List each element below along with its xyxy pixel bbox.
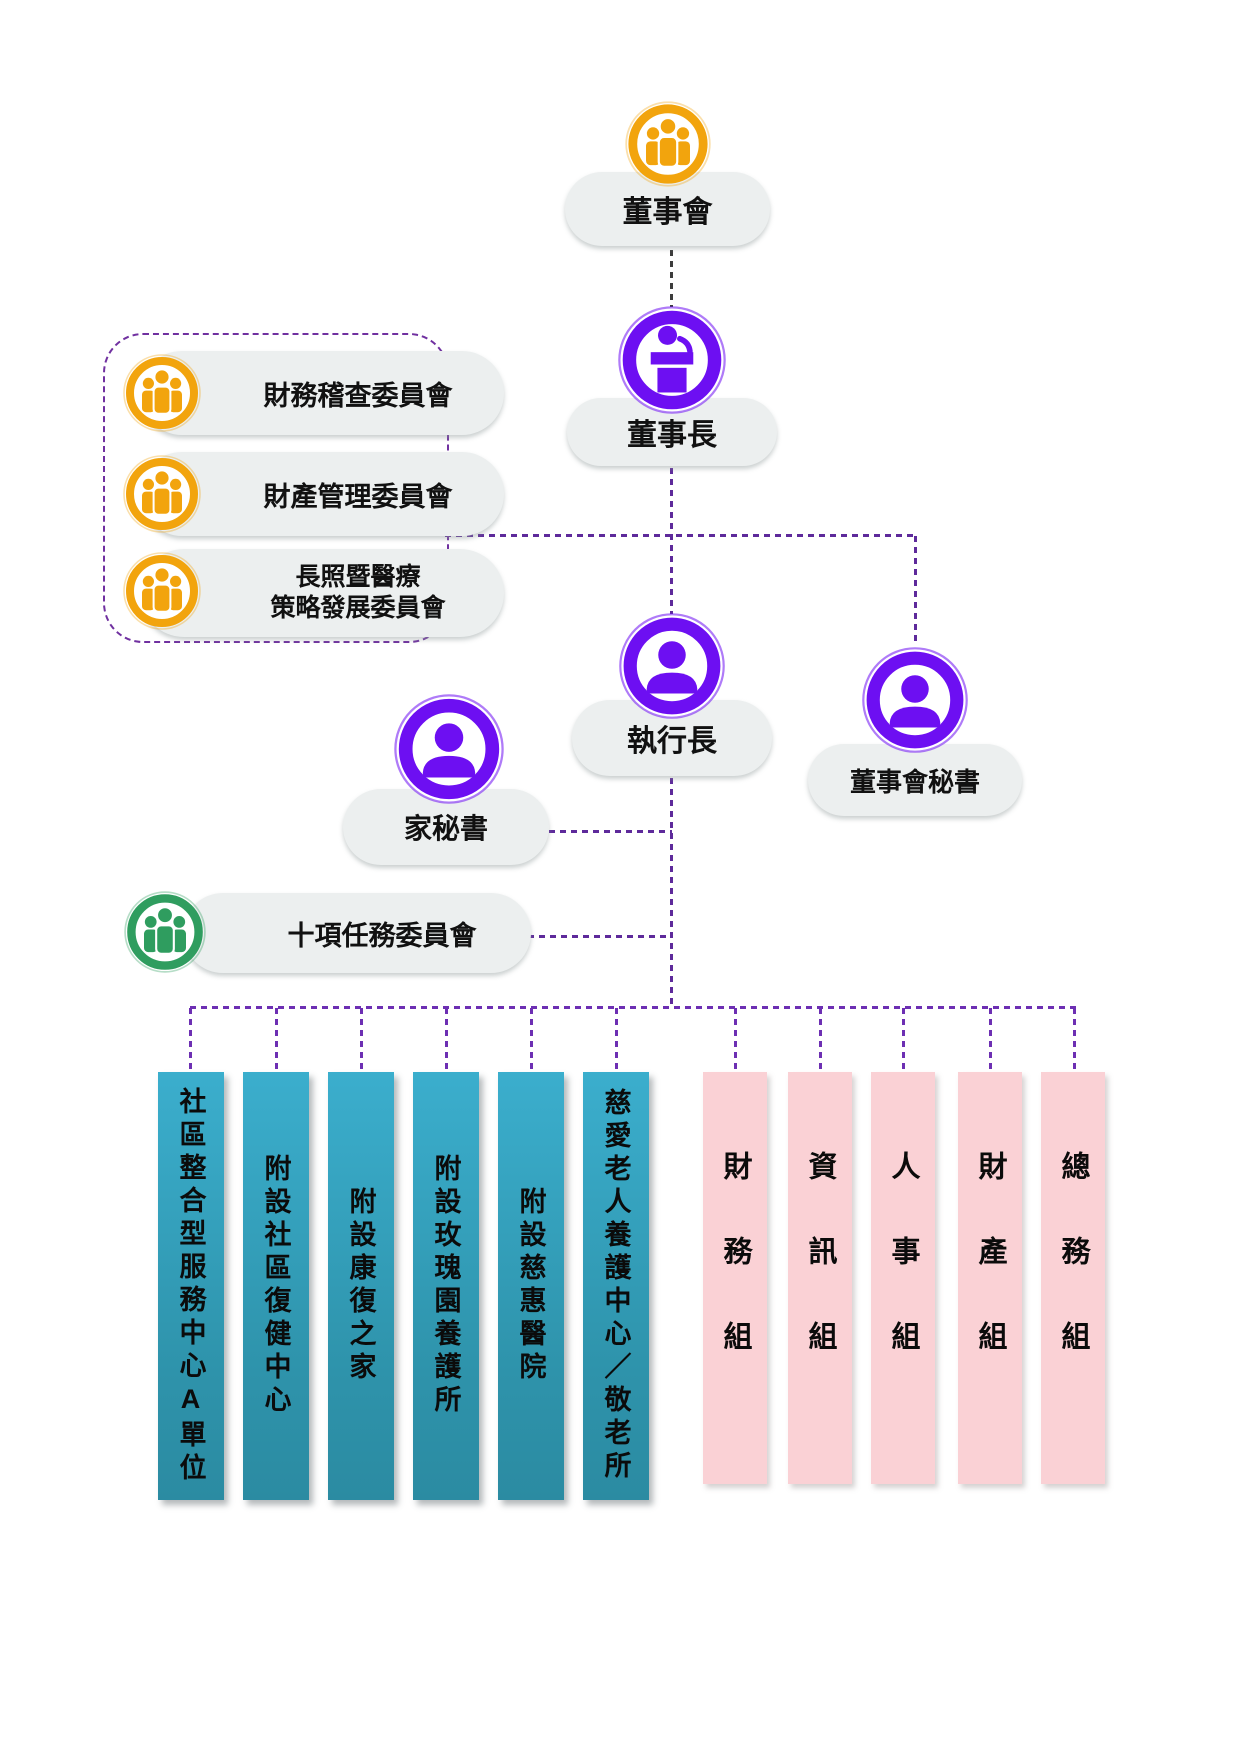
ceo-label: 執行長 bbox=[627, 725, 717, 758]
admin-unit-label: 總務組 bbox=[1057, 1150, 1089, 1406]
chairman-label: 董事長 bbox=[627, 419, 717, 452]
connector-board-chairman bbox=[670, 250, 673, 307]
admin-unit-bar: 財產組 bbox=[958, 1072, 1022, 1484]
connector-board-secretary-stub bbox=[914, 536, 917, 644]
group-icon bbox=[122, 551, 202, 631]
admin-unit-label: 財產組 bbox=[974, 1150, 1006, 1406]
person-icon bbox=[617, 611, 727, 721]
distribution-line bbox=[190, 1006, 1076, 1009]
service-unit-bar: 附設康復之家 bbox=[328, 1072, 394, 1500]
admin-unit-label: 人事組 bbox=[887, 1150, 919, 1406]
admin-unit-label: 資訊組 bbox=[804, 1150, 836, 1406]
group-icon bbox=[624, 100, 712, 188]
committee-label: 財務稽查委員會 bbox=[263, 380, 453, 411]
committee-financial-audit: 財務稽查委員會 bbox=[140, 351, 504, 435]
stub-unit-5 bbox=[530, 1008, 533, 1072]
connector-ten-tasks bbox=[484, 935, 672, 938]
connector-home-secretary bbox=[549, 830, 672, 833]
stub-admin-1 bbox=[734, 1008, 737, 1072]
service-unit-label: 社區整合型服務中心A單位 bbox=[175, 1086, 206, 1486]
service-unit-label: 附設慈惠醫院 bbox=[515, 1187, 546, 1385]
stub-admin-2 bbox=[819, 1008, 822, 1072]
home-secretary-label: 家秘書 bbox=[403, 813, 488, 844]
admin-unit-bar: 人事組 bbox=[871, 1072, 935, 1484]
stub-unit-6 bbox=[615, 1008, 618, 1072]
group-icon bbox=[122, 353, 202, 433]
stub-admin-4 bbox=[989, 1008, 992, 1072]
board-node: 董事會 bbox=[565, 172, 770, 246]
ten-tasks-committee-node: 十項任務委員會 bbox=[183, 893, 531, 973]
ten-tasks-label: 十項任務委員會 bbox=[287, 920, 477, 951]
admin-unit-bar: 資訊組 bbox=[788, 1072, 852, 1484]
stub-admin-3 bbox=[902, 1008, 905, 1072]
stub-unit-1 bbox=[189, 1008, 192, 1072]
person-icon bbox=[392, 692, 506, 806]
stub-unit-2 bbox=[275, 1008, 278, 1072]
connector-ceo-distribution bbox=[670, 778, 673, 1008]
board-secretary-node: 董事會秘書 bbox=[808, 744, 1022, 816]
service-unit-label: 附設康復之家 bbox=[345, 1187, 376, 1385]
group-icon bbox=[123, 890, 207, 974]
connector-horizontal-committees-secretary bbox=[445, 534, 917, 537]
group-icon bbox=[122, 454, 202, 534]
committee-label-line1: 長照暨醫療 bbox=[295, 563, 421, 591]
stub-unit-3 bbox=[360, 1008, 363, 1072]
admin-unit-label: 財務組 bbox=[719, 1150, 751, 1406]
ceo-node: 執行長 bbox=[572, 700, 772, 776]
admin-unit-bar: 財務組 bbox=[703, 1072, 767, 1484]
podium-icon bbox=[616, 304, 728, 416]
service-unit-bar: 附設社區復健中心 bbox=[243, 1072, 309, 1500]
service-unit-bar: 附設玫瑰園養護所 bbox=[413, 1072, 479, 1500]
service-unit-bar: 慈愛老人養護中心／敬老所 bbox=[583, 1072, 649, 1500]
board-secretary-label: 董事會秘書 bbox=[849, 766, 980, 797]
service-unit-label: 慈愛老人養護中心／敬老所 bbox=[600, 1088, 631, 1484]
chairman-node: 董事長 bbox=[567, 398, 777, 466]
committee-label: 長照暨醫療 策略發展委員會 bbox=[270, 562, 445, 624]
stub-unit-4 bbox=[445, 1008, 448, 1072]
service-unit-label: 附設玫瑰園養護所 bbox=[430, 1154, 461, 1418]
committee-label-line2: 策略發展委員會 bbox=[270, 594, 446, 622]
board-label: 董事會 bbox=[622, 196, 713, 229]
committee-label: 財產管理委員會 bbox=[263, 481, 453, 512]
person-icon bbox=[860, 645, 970, 755]
connector-chairman-ceo bbox=[670, 468, 673, 614]
admin-unit-bar: 總務組 bbox=[1041, 1072, 1105, 1484]
service-unit-bar: 附設慈惠醫院 bbox=[498, 1072, 564, 1500]
stub-admin-5 bbox=[1073, 1008, 1076, 1072]
service-unit-bar: 社區整合型服務中心A單位 bbox=[158, 1072, 224, 1500]
service-unit-label: 附設社區復健中心 bbox=[260, 1154, 291, 1418]
